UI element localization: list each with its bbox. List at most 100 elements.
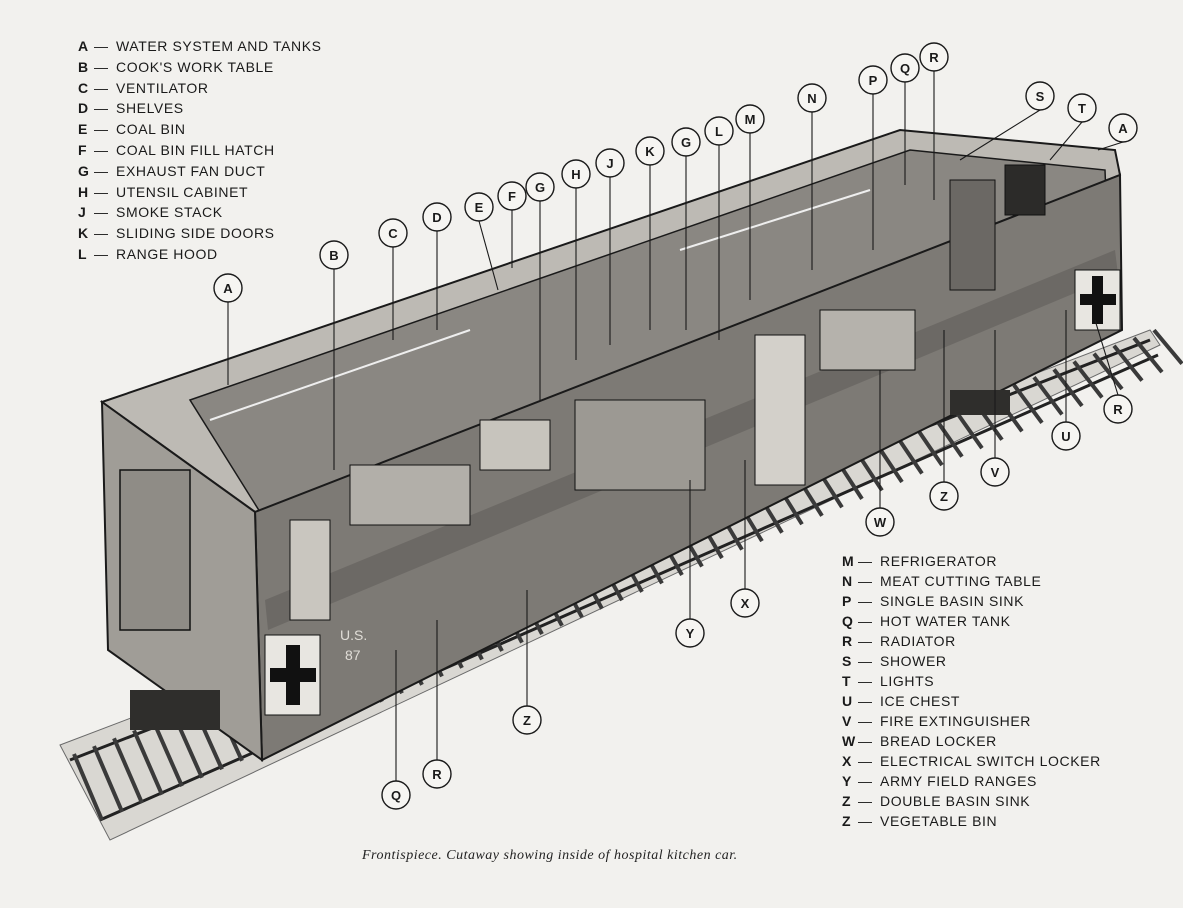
callout-leader — [478, 220, 499, 291]
car-marking: U.S. — [340, 627, 367, 643]
legend-dash: — — [858, 653, 873, 669]
railroad-tie — [1092, 352, 1124, 391]
legend-label: COAL BIN FILL HATCH — [116, 142, 275, 158]
callout-letter: T — [1078, 101, 1086, 116]
callout-letter: A — [223, 281, 233, 296]
callout-letter: A — [1118, 121, 1128, 136]
callout-bubble: S — [1025, 81, 1055, 111]
callout-leader — [959, 109, 1041, 161]
legend-label: UTENSIL CABINET — [116, 183, 249, 200]
callout-bubble: G — [525, 172, 555, 202]
railroad-tie — [1132, 336, 1164, 374]
legend-dash: — — [858, 773, 873, 789]
callout-letter: M — [745, 112, 756, 127]
legend-label: WATER SYSTEM AND TANKS — [116, 38, 322, 54]
callout-bubble: J — [595, 148, 625, 178]
callout-circle — [1067, 93, 1097, 123]
callout-leader — [1094, 319, 1119, 396]
callout-letter: Y — [686, 626, 695, 641]
legend-item: M—REFRIGERATOR — [842, 551, 997, 571]
legend-label: SHELVES — [116, 100, 184, 117]
railroad-tie — [932, 415, 964, 458]
legend-dash: — — [94, 225, 109, 242]
callout-letter: S — [1036, 89, 1045, 104]
callout-circle — [1051, 421, 1081, 451]
railroad-tie — [1072, 360, 1104, 399]
callout-circle — [858, 65, 888, 95]
legend-dash: — — [858, 793, 873, 809]
legend-item: B — COOK'S WORK TABLE — [78, 57, 274, 77]
callout-circle — [671, 127, 701, 157]
callout-letter: H — [571, 167, 580, 182]
callout-circle — [525, 172, 555, 202]
callout-circle — [1103, 394, 1133, 424]
callout-bubble: U — [1051, 421, 1081, 451]
legend-dash: — — [858, 713, 873, 729]
callout-bubble: A — [213, 273, 243, 303]
legend-dash: — — [858, 813, 873, 829]
legend-item: R—RADIATOR — [842, 631, 956, 651]
callout-letter: Z — [523, 713, 531, 728]
legend-key: L — [78, 246, 88, 262]
callout-bubble: B — [319, 240, 349, 270]
callout-letter: V — [991, 465, 1000, 480]
callout-circle — [865, 507, 895, 537]
legend-dash: — — [94, 162, 109, 179]
legend-dash: — — [858, 753, 873, 769]
legend-label: LIGHTS — [880, 673, 935, 689]
callout-bubble: V — [980, 457, 1010, 487]
legend-key: Z — [842, 813, 852, 829]
legend-key: X — [842, 753, 852, 769]
railroad-tie — [1152, 328, 1183, 365]
legend-dash: — — [94, 204, 109, 221]
legend-key: R — [842, 633, 853, 649]
legend-key: K — [78, 225, 89, 242]
callout-letter: W — [874, 515, 887, 530]
legend-dash: — — [858, 633, 873, 649]
callout-letter: L — [715, 124, 723, 139]
callout-circle — [635, 136, 665, 166]
legend-key: B — [78, 58, 89, 75]
railroad-tie — [1032, 375, 1064, 416]
callout-circle — [980, 457, 1010, 487]
callout-bubble: X — [730, 588, 760, 618]
legend-item: A—WATER SYSTEM AND TANKS — [78, 36, 322, 56]
legend-dash: — — [94, 58, 109, 75]
callout-circle — [213, 273, 243, 303]
callout-letter: G — [535, 180, 545, 195]
legend-dash: — — [94, 79, 109, 96]
callout-letter: X — [741, 596, 750, 611]
legend-key: D — [78, 100, 89, 117]
legend-label: COOK'S WORK TABLE — [116, 58, 274, 75]
callout-bubble: T — [1067, 93, 1097, 123]
callout-bubble: G — [671, 127, 701, 157]
callout-letter: R — [929, 50, 939, 65]
legend-dash: — — [94, 100, 109, 117]
callout-bubble: D — [422, 202, 452, 232]
legend-label: SMOKE STACK — [116, 204, 223, 221]
callout-circle — [378, 218, 408, 248]
callout-circle — [919, 42, 949, 72]
callout-bubble: E — [464, 192, 494, 222]
callout-leader — [1049, 121, 1083, 161]
legend-item: X—ELECTRICAL SWITCH LOCKER — [842, 751, 1101, 771]
legend-label: VEGETABLE BIN — [880, 813, 998, 829]
callout-circle — [1025, 81, 1055, 111]
kitchen-car-body: U.S. 87 — [99, 128, 1124, 762]
legend-key: C — [78, 79, 89, 96]
legend-dash: — — [858, 733, 873, 749]
railroad-tie — [152, 721, 184, 788]
legend-label: EXHAUST FAN DUCT — [116, 162, 266, 179]
callout-bubble: K — [635, 136, 665, 166]
legend-key: Z — [842, 793, 852, 809]
callout-bubble: M — [735, 104, 765, 134]
callout-letter: P — [869, 73, 878, 88]
callout-letter: Q — [391, 788, 401, 803]
callout-bubble: P — [858, 65, 888, 95]
legend-label: COAL BIN — [116, 121, 186, 138]
callout-bubble: N — [797, 83, 827, 113]
legend-item: K—SLIDING SIDE DOORS — [78, 223, 275, 243]
legend-key: Y — [842, 773, 852, 789]
